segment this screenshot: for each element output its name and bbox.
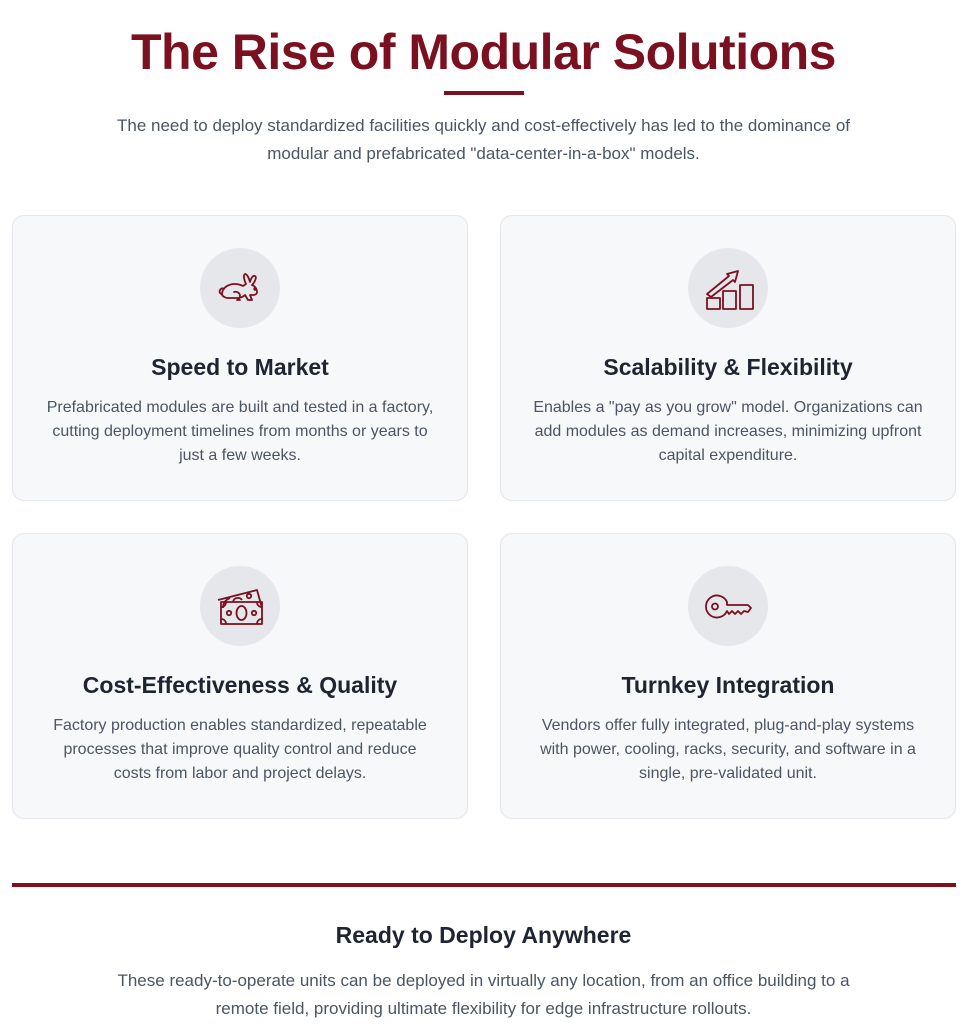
growth-chart-icon xyxy=(688,248,768,328)
card-title: Speed to Market xyxy=(151,354,329,380)
title-divider xyxy=(444,91,524,95)
card-description: Enables a "pay as you grow" model. Organ… xyxy=(533,399,923,464)
key-icon xyxy=(688,566,768,646)
card-title: Scalability & Flexibility xyxy=(603,354,853,380)
card-scalability-flexibility: Scalability & Flexibility Enables a "pay… xyxy=(500,215,956,501)
card-cost-effectiveness-quality: Cost-Effectiveness & Quality Factory pro… xyxy=(12,533,468,819)
money-bills-icon xyxy=(200,566,280,646)
card-turnkey-integration: Turnkey Integration Vendors offer fully … xyxy=(500,533,956,819)
rabbit-icon xyxy=(200,248,280,328)
card-title: Turnkey Integration xyxy=(621,672,835,698)
card-description: Prefabricated modules are built and test… xyxy=(46,399,434,464)
section-divider xyxy=(12,883,956,887)
page-title: The Rise of Modular Solutions xyxy=(131,24,836,80)
card-title: Cost-Effectiveness & Quality xyxy=(82,672,398,698)
card-description: Factory production enables standardized,… xyxy=(53,717,427,782)
footer-text: These ready-to-operate units can be depl… xyxy=(117,971,850,1018)
intro-text: The need to deploy standardized faciliti… xyxy=(116,116,850,163)
card-description: Vendors offer fully integrated, plug-and… xyxy=(540,717,916,782)
card-speed-to-market: Speed to Market Prefabricated modules ar… xyxy=(12,215,468,501)
footer-title: Ready to Deploy Anywhere xyxy=(335,922,632,948)
